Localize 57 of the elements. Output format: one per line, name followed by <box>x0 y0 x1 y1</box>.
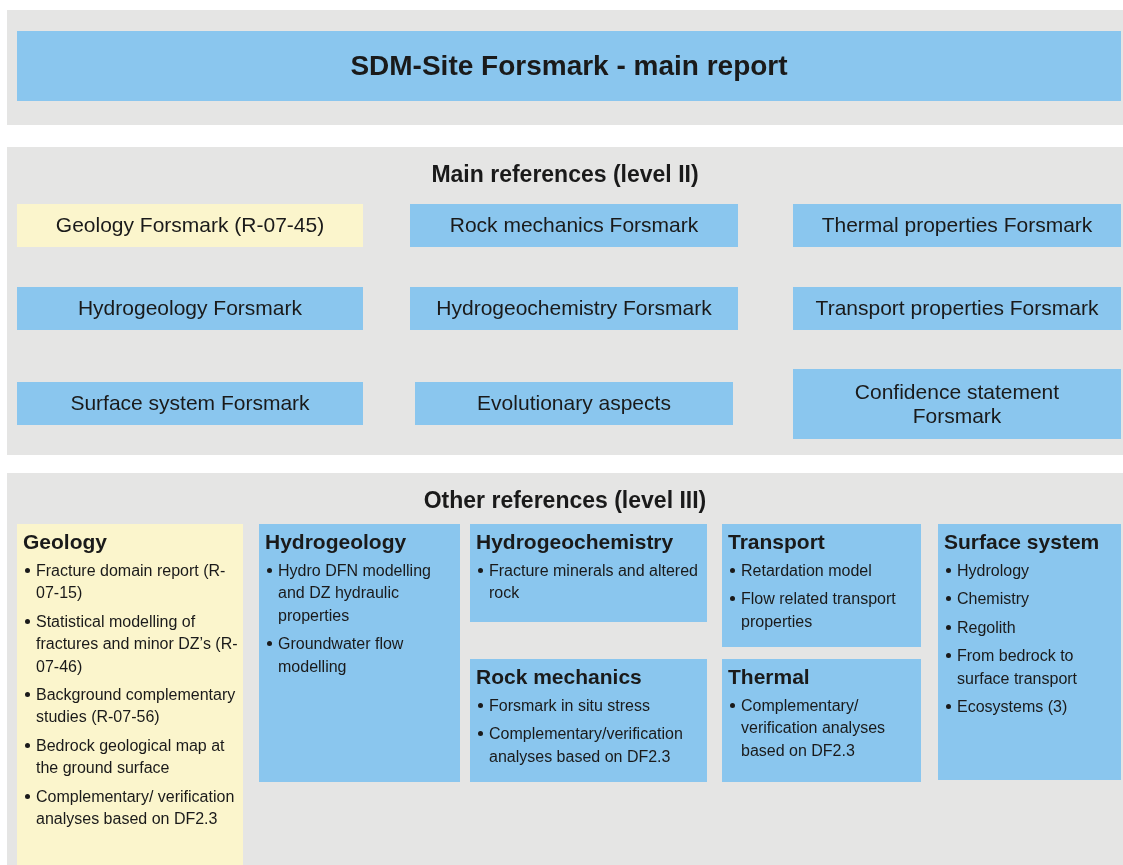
box-heading: Hydrogeochemistry <box>476 530 675 554</box>
section-heading: Other references (level III) <box>422 487 708 514</box>
list-item: Chemistry <box>957 590 1029 608</box>
box-label: Rock mechanics Forsmark <box>449 213 699 238</box>
box-label: Transport properties Forsmark <box>815 296 1099 321</box>
list-item: Hydrology <box>957 562 1030 579</box>
box-label: Evolutionary aspects <box>477 391 671 416</box>
box-label: SDM-Site Forsmark - main report <box>350 49 788 83</box>
list-item: Complementary/ verification analyses based on DF2.3 <box>36 787 235 827</box>
reference-box <box>17 287 363 330</box>
box-heading: Surface system <box>944 530 1101 554</box>
reference-box <box>722 659 921 782</box>
box-heading: Geology <box>23 530 108 554</box>
list-item: Forsmark in situ stress <box>489 697 650 714</box>
reference-box <box>410 204 738 247</box>
reference-box <box>793 204 1121 247</box>
reference-box <box>259 524 460 782</box>
reference-box <box>415 382 733 425</box>
reference-box <box>470 659 707 782</box>
list-item: Groundwater flow modelling <box>278 635 404 675</box>
box-heading: Thermal <box>728 665 811 689</box>
box-heading: Transport <box>728 530 826 554</box>
box-label: Geology Forsmark (R-07-45) <box>55 213 325 238</box>
list-item: Regolith <box>957 618 1016 636</box>
reference-box <box>793 287 1121 330</box>
reference-box <box>17 204 363 247</box>
list-item: Fracture domain report (R-07-15) <box>36 562 226 602</box>
list-item: Background complementary studies (R-07-56) <box>36 685 236 726</box>
reference-box <box>17 31 1121 101</box>
list-item: Statistical modelling of fractures and minor DZ’s (R-07-46) <box>36 612 238 675</box>
box-heading: Hydrogeology <box>265 530 408 554</box>
box-label: Hydrogeochemistry Forsmark <box>436 296 712 321</box>
list-item: Flow related transport properties <box>741 590 896 630</box>
reference-box <box>793 369 1121 439</box>
box-label: Thermal properties Forsmark <box>821 213 1093 238</box>
list-item: Hydro DFN modelling and DZ hydraulic properties <box>278 562 431 624</box>
panel-background <box>7 147 1123 455</box>
box-label: Hydrogeology Forsmark <box>77 296 303 321</box>
reference-box <box>722 524 921 647</box>
box-label: Confidence statement Forsmark <box>853 379 1061 429</box>
panel-background <box>7 10 1123 125</box>
list-item: Ecosystems (3) <box>957 697 1068 715</box>
reference-box <box>17 382 363 425</box>
list-item: Complementary/ verification analyses based on DF2.3 <box>741 697 886 759</box>
list-item: From bedrock to surface transport <box>957 647 1078 687</box>
panel-background <box>7 473 1123 865</box>
box-heading: Rock mechanics <box>476 665 643 689</box>
reference-box <box>938 524 1121 780</box>
list-item: Bedrock geological map at the ground surface <box>36 736 225 777</box>
list-item: Fracture minerals and altered rock <box>489 562 698 602</box>
reference-box <box>17 524 243 865</box>
section-heading: Main references (level II) <box>430 161 700 188</box>
box-label: Surface system Forsmark <box>70 391 310 416</box>
reference-box <box>470 524 707 622</box>
list-item: Complementary/verification analyses based on DF2.3 <box>489 725 683 765</box>
reference-box <box>410 287 738 330</box>
list-item: Retardation model <box>741 562 872 579</box>
